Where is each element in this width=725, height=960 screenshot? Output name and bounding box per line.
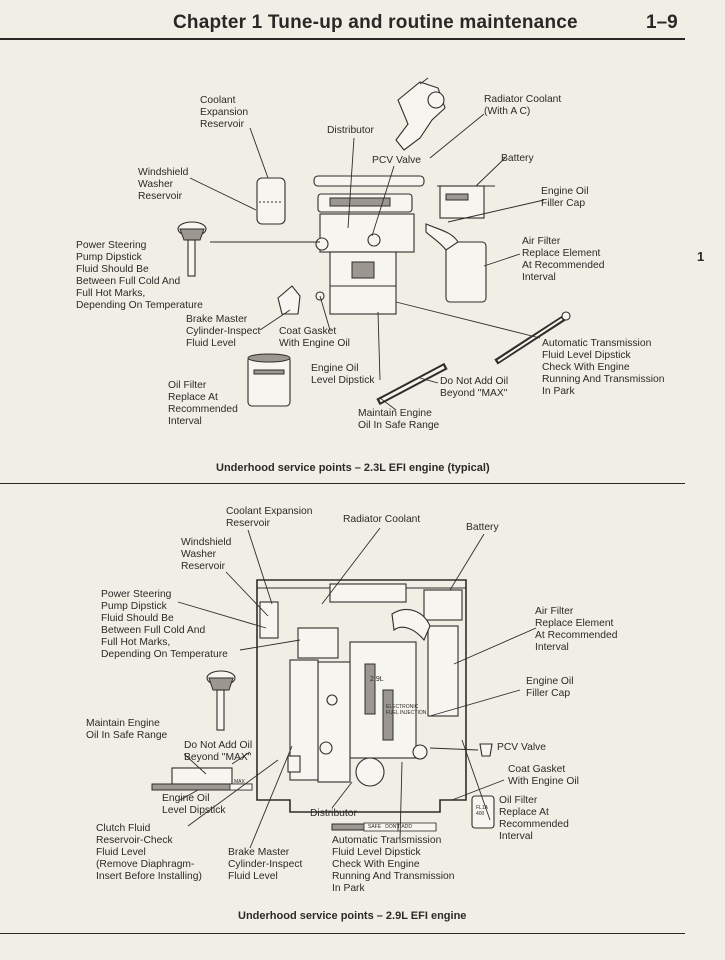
fig1-label-power-steering: Power Steering Pump Dipstick Fluid Shoul… <box>76 240 203 311</box>
fig1-label-engine-oil-dipstick: Engine Oil Level Dipstick <box>311 363 375 386</box>
fig2-filter-brand: FL1A 400 <box>476 805 488 817</box>
fig2-label-brake-master: Brake Master Cylinder-Inspect Fluid Leve… <box>228 847 303 882</box>
fig2-label-battery: Battery <box>466 522 499 533</box>
figure1-leader-lines <box>189 113 545 411</box>
fig2-air-filter-part <box>427 625 459 717</box>
fig2-label-power-steering: Power Steering Pump Dipstick Fluid Shoul… <box>101 589 228 660</box>
fig2-clutch-reservoir-part <box>287 755 301 773</box>
fig2-trans-marks: SAFE DON'T ADD <box>368 824 412 830</box>
fig1-label-engine-oil-filler: Engine Oil Filler Cap <box>541 186 589 209</box>
battery-part <box>437 185 495 219</box>
fig2-label-do-not-add: Do Not Add Oil Beyond "MAX" <box>184 740 253 763</box>
fig2-engine-part <box>289 609 431 787</box>
fig2-label-auto-trans: Automatic Transmission Fluid Level Dipst… <box>332 835 455 894</box>
chapter-title: Chapter 1 Tune-up and routine maintenanc… <box>173 12 578 33</box>
engine-oil-dipstick-part <box>376 362 448 406</box>
fig2-label-distributor: Distributor <box>310 808 357 819</box>
fig1-label-distributor: Distributor <box>327 125 374 136</box>
fig1-label-battery: Battery <box>501 153 534 164</box>
trans-dipstick-part <box>494 311 571 365</box>
engine-bay-frame <box>256 579 467 813</box>
bottom-rule <box>0 933 685 934</box>
brake-master-cap-part <box>277 285 301 315</box>
fig1-label-coat-gasket: Coat Gasket With Engine Oil <box>279 326 350 349</box>
fig2-label-windshield-washer: Windshield Washer Reservoir <box>181 537 232 572</box>
fig2-label-coat-gasket: Coat Gasket With Engine Oil <box>508 764 579 787</box>
radiator-coolant-part <box>395 77 446 151</box>
fig2-label-pcv-valve: PCV Valve <box>497 742 547 753</box>
figure2-leader-lines <box>177 527 537 849</box>
figure2-caption: Underhood service points – 2.9L EFI engi… <box>238 910 467 922</box>
engine-block-part <box>313 175 425 315</box>
fig2-radiator-part <box>329 583 407 603</box>
chapter-side-tab: 1 <box>697 249 705 264</box>
fig2-label-air-filter: Air Filter Replace Element At Recommende… <box>535 606 618 653</box>
fig1-label-maintain-engine: Maintain Engine Oil In Safe Range <box>358 408 440 431</box>
figure1-caption: Underhood service points – 2.3L EFI engi… <box>216 462 490 474</box>
mid-rule <box>0 483 685 484</box>
fig2-oil-filter-part <box>471 795 495 829</box>
fig2-label-oil-filter: Oil Filter Replace At Recommended Interv… <box>499 795 569 842</box>
fig2-label-clutch-fluid: Clutch Fluid Reservoir-Check Fluid Level… <box>96 823 202 882</box>
fig2-engine-badge: 2.9L <box>370 676 384 683</box>
fig1-label-brake-master: Brake Master Cylinder-Inspect Fluid Leve… <box>186 314 261 349</box>
fig2-label-coolant-expansion: Coolant Expansion Reservoir <box>226 506 313 529</box>
fig1-label-coolant-expansion: Coolant Expansion Reservoir <box>200 95 249 130</box>
fig2-label-engine-oil-dipstick: Engine Oil Level Dipstick <box>162 793 226 816</box>
power-steering-dipstick-part <box>177 221 207 277</box>
fig2-dipstick-max: MAX <box>234 779 245 785</box>
fig1-label-do-not-add: Do Not Add Oil Beyond "MAX" <box>440 376 509 399</box>
fig2-ps-dipstick-part <box>206 670 236 731</box>
air-filter-part <box>425 223 487 303</box>
fig2-label-engine-oil-filler: Engine Oil Filler Cap <box>526 676 574 699</box>
header-rule <box>0 38 685 40</box>
washer-reservoir-part <box>256 177 286 225</box>
fig2-trans-dipstick-part <box>331 822 437 832</box>
fig1-label-auto-trans: Automatic Transmission Fluid Level Dipst… <box>542 338 665 397</box>
fig1-label-air-filter: Air Filter Replace Element At Recommende… <box>522 236 605 283</box>
fig2-fuel-injection-text: ELECTRONIC FUEL INJECTION <box>386 704 427 716</box>
fig2-label-radiator-coolant: Radiator Coolant <box>343 514 421 525</box>
fig2-label-maintain-engine: Maintain Engine Oil In Safe Range <box>86 718 168 741</box>
fig1-label-pcv-valve: PCV Valve <box>372 155 422 166</box>
fig1-label-oil-filter: Oil Filter Replace At Recommended Interv… <box>168 380 238 427</box>
fig2-pcv-part <box>479 743 493 757</box>
fig1-label-radiator-coolant: Radiator Coolant (With A C) <box>484 94 562 117</box>
fig1-label-windshield-washer: Windshield Washer Reservoir <box>138 167 189 202</box>
fig2-washer-reservoir-part <box>259 601 279 639</box>
fig2-oil-dipstick-part <box>151 767 253 791</box>
page-number: 1–9 <box>646 12 678 33</box>
oil-filter-part <box>247 353 291 407</box>
fig2-battery-part <box>423 589 463 621</box>
